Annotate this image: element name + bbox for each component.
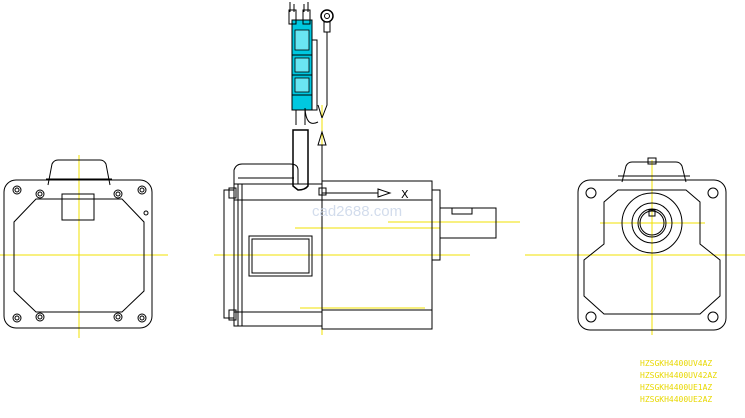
rear-view-nameplate bbox=[61, 193, 95, 221]
part-number-list: HZSGKH4400UV4AZ HZSGKH4400UV42AZ HZSGKH4… bbox=[640, 359, 717, 404]
output-shaft bbox=[439, 207, 497, 239]
rear-view-bolt-holes bbox=[12, 185, 149, 323]
watermark: cad2688.com bbox=[312, 203, 402, 220]
front-view-terminal-box bbox=[621, 161, 687, 183]
part-number-3: HZSGKH4400UE1AZ bbox=[640, 383, 712, 392]
rear-view-body-outline bbox=[13, 198, 145, 313]
part-number-1: HZSGKH4400UV4AZ bbox=[640, 359, 712, 368]
pilot-inner bbox=[637, 208, 667, 238]
front-view-terminal-tab bbox=[647, 157, 657, 165]
front-view-flange bbox=[577, 179, 727, 331]
shaft-key bbox=[451, 207, 473, 215]
ground-wire bbox=[317, 9, 334, 119]
rear-cover-plate bbox=[223, 189, 235, 319]
housing-window-outer bbox=[248, 235, 313, 277]
part-number-4: HZSGKH4400UE2AZ bbox=[640, 395, 712, 404]
side-terminal-box bbox=[233, 163, 299, 184]
output-flange bbox=[431, 189, 441, 261]
front-view-mount-holes bbox=[585, 187, 719, 323]
vertical-arrow-head bbox=[317, 130, 327, 146]
side-view: X cad2688.com bbox=[214, 2, 520, 335]
connector-plug bbox=[288, 2, 318, 111]
pilot-outer bbox=[621, 192, 683, 254]
front-view bbox=[525, 157, 745, 335]
pilot-middle bbox=[631, 202, 673, 244]
shaft-end bbox=[639, 210, 665, 236]
rear-cover-bolt-top bbox=[228, 187, 237, 199]
rear-cover-bolt-bottom bbox=[228, 309, 237, 321]
axis-mark: X bbox=[401, 188, 409, 201]
housing-window-inner bbox=[251, 238, 310, 274]
wire-curve bbox=[304, 107, 319, 124]
rear-view-terminal-box bbox=[47, 159, 111, 186]
horizontal-arrow-head bbox=[377, 188, 392, 198]
shaft-keyway bbox=[648, 209, 656, 217]
gearbox-marker bbox=[318, 187, 327, 196]
rear-view-flange bbox=[3, 179, 153, 329]
rear-view bbox=[0, 155, 168, 338]
part-number-2: HZSGKH4400UV42AZ bbox=[640, 371, 717, 380]
front-view-body-outline bbox=[583, 189, 721, 315]
cable-elbow bbox=[292, 129, 309, 191]
